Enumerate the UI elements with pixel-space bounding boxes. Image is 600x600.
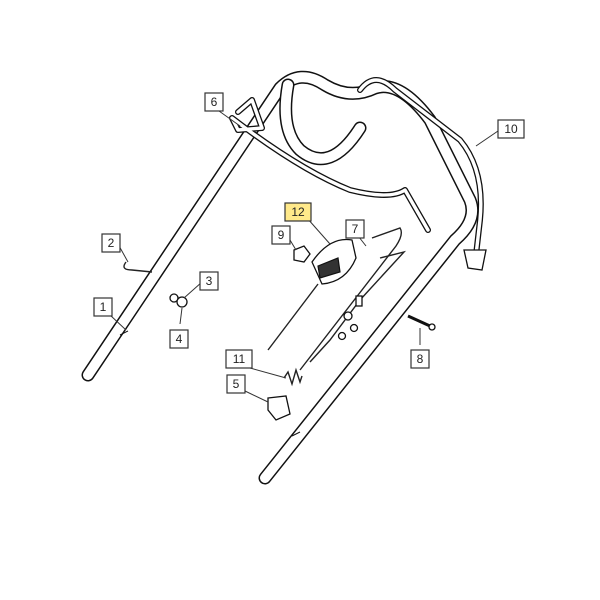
callout-12-label: 12 bbox=[291, 205, 305, 219]
spring-part bbox=[283, 367, 303, 387]
callout-5-label: 5 bbox=[233, 377, 240, 391]
callout-5: 5 bbox=[226, 374, 246, 394]
leader-lines bbox=[109, 110, 499, 403]
control-lever-housing bbox=[267, 238, 357, 351]
callout-6-label: 6 bbox=[211, 95, 218, 109]
callout-7-label: 7 bbox=[352, 222, 359, 236]
nut-part bbox=[293, 245, 311, 263]
callout-8: 8 bbox=[410, 349, 430, 369]
hook-pin-part bbox=[123, 261, 153, 273]
handle-frame bbox=[81, 70, 479, 485]
callout-7: 7 bbox=[345, 219, 365, 239]
callout-11: 11 bbox=[225, 349, 253, 369]
callout-4-label: 4 bbox=[176, 332, 183, 346]
callout-6: 6 bbox=[204, 92, 224, 112]
callout-12: 12 bbox=[284, 202, 312, 222]
clip-part bbox=[267, 395, 291, 421]
callout-3: 3 bbox=[199, 271, 219, 291]
callout-9-label: 9 bbox=[278, 228, 285, 242]
callout-1: 1 bbox=[93, 297, 113, 317]
callout-10: 10 bbox=[497, 119, 525, 139]
callout-4: 4 bbox=[169, 329, 189, 349]
callout-8-label: 8 bbox=[417, 352, 424, 366]
upper-bar bbox=[229, 97, 431, 233]
callout-2: 2 bbox=[101, 233, 121, 253]
cable-assembly bbox=[299, 227, 407, 371]
callout-3-label: 3 bbox=[206, 274, 213, 288]
callout-1-label: 1 bbox=[100, 300, 107, 314]
callout-11-label: 11 bbox=[233, 352, 246, 366]
brake-bail-bar bbox=[357, 77, 487, 271]
callout-9: 9 bbox=[271, 225, 291, 245]
callout-10-label: 10 bbox=[504, 122, 518, 136]
washer-parts bbox=[169, 293, 188, 308]
callout-2-label: 2 bbox=[108, 236, 115, 250]
bolt-part bbox=[407, 314, 436, 331]
